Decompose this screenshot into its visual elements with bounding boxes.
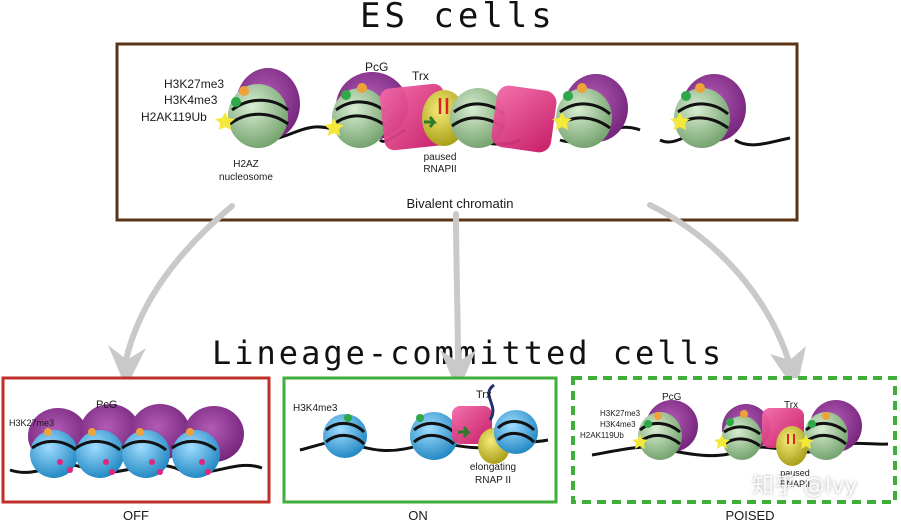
- es-nucleosome-1: [215, 68, 300, 148]
- es-label-h2az: H2AZ: [233, 159, 259, 170]
- es-panel-caption: Bivalent chromatin: [406, 196, 514, 211]
- arrow-to-poised: [647, 202, 793, 368]
- h3k27me3-mark: [239, 86, 249, 96]
- off-nucleosome-array: [9, 404, 263, 478]
- es-label-rnapii: RNAPII: [423, 164, 457, 175]
- h2ak119ub-star-icon: [215, 112, 235, 130]
- arrows: [123, 202, 793, 368]
- es-label-h2ak119ub: H2AK119Ub: [141, 110, 207, 124]
- watermark: 知乎 @Ivy: [752, 474, 858, 499]
- poised-panel-caption: POISED: [725, 508, 775, 523]
- off-label-pcg: PcG: [96, 399, 118, 411]
- es-label-paused: paused: [423, 152, 457, 163]
- poised-label-h3k27me3: H3K27me3: [600, 409, 641, 418]
- on-nucleosome-array: [299, 383, 549, 464]
- es-nucleosome-4: [552, 74, 628, 148]
- arrowhead-off: [108, 345, 146, 388]
- on-label-rnapii: RNAP II: [475, 475, 511, 486]
- es-label-trx: Trx: [412, 69, 429, 83]
- poised-label-pcg: PcG: [662, 392, 682, 403]
- es-label-h3k4me3: H3K4me3: [164, 93, 218, 107]
- tss-arrow-icon: [424, 116, 438, 128]
- poised-nucleosome-array: [591, 400, 889, 466]
- es-label-pcg: PcG: [365, 60, 389, 74]
- poised-label-trx: Trx: [784, 400, 799, 411]
- es-nucleosome-5: [670, 74, 746, 148]
- off-label-h3k27me3: H3K27me3: [9, 418, 55, 428]
- on-label-elongating: elongating: [469, 462, 517, 473]
- poised-label-h3k4me3: H3K4me3: [600, 420, 636, 429]
- arrow-to-on: [453, 211, 461, 368]
- es-cells-title: ES cells: [360, 0, 556, 36]
- poised-label-rnapii: RNAPII: [779, 479, 810, 489]
- off-panel-caption: OFF: [123, 508, 149, 523]
- arrow-to-off: [123, 203, 235, 363]
- rna-transcript: [487, 383, 496, 421]
- es-nucleosome-3: [450, 85, 557, 153]
- arrowhead-on: [440, 350, 476, 392]
- on-label-trx: Trx: [476, 389, 492, 401]
- es-label-h3k27me3: H3K27me3: [164, 77, 225, 91]
- on-label-h3k4me3: H3K4me3: [293, 403, 338, 414]
- es-label-nucleosome: nucleosome: [219, 172, 273, 183]
- on-panel-caption: ON: [408, 508, 428, 523]
- h3k4me3-mark: [231, 97, 241, 107]
- poised-label-paused: paused: [780, 468, 810, 478]
- poised-label-h2ak119ub: H2AK119Ub: [580, 431, 624, 440]
